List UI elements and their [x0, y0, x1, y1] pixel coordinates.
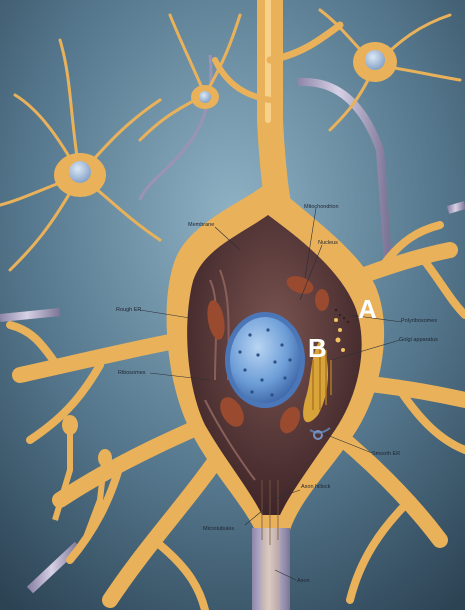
- label-microtubules: Microtubules: [203, 526, 234, 532]
- label-axon-hillock: Axon hillock: [301, 484, 331, 490]
- label-axon: Axon: [297, 578, 310, 584]
- label-polyribosomes: Polyribosomes: [401, 318, 437, 324]
- label-smooth-er: Smooth ER: [372, 451, 400, 457]
- label-golgi-apparatus: Golgi apparatus: [399, 337, 438, 343]
- label-nucleus: Nucleus: [318, 240, 338, 246]
- nucleus: [225, 312, 305, 408]
- label-rough-er: Rough ER: [116, 307, 141, 313]
- label-mitochondrion: Mitochondrion: [304, 204, 339, 210]
- label-membrane: Membrane: [188, 222, 214, 228]
- marker-a: A: [358, 294, 377, 324]
- marker-b: B: [308, 333, 327, 363]
- label-ribosomes: Ribosomes: [118, 370, 146, 376]
